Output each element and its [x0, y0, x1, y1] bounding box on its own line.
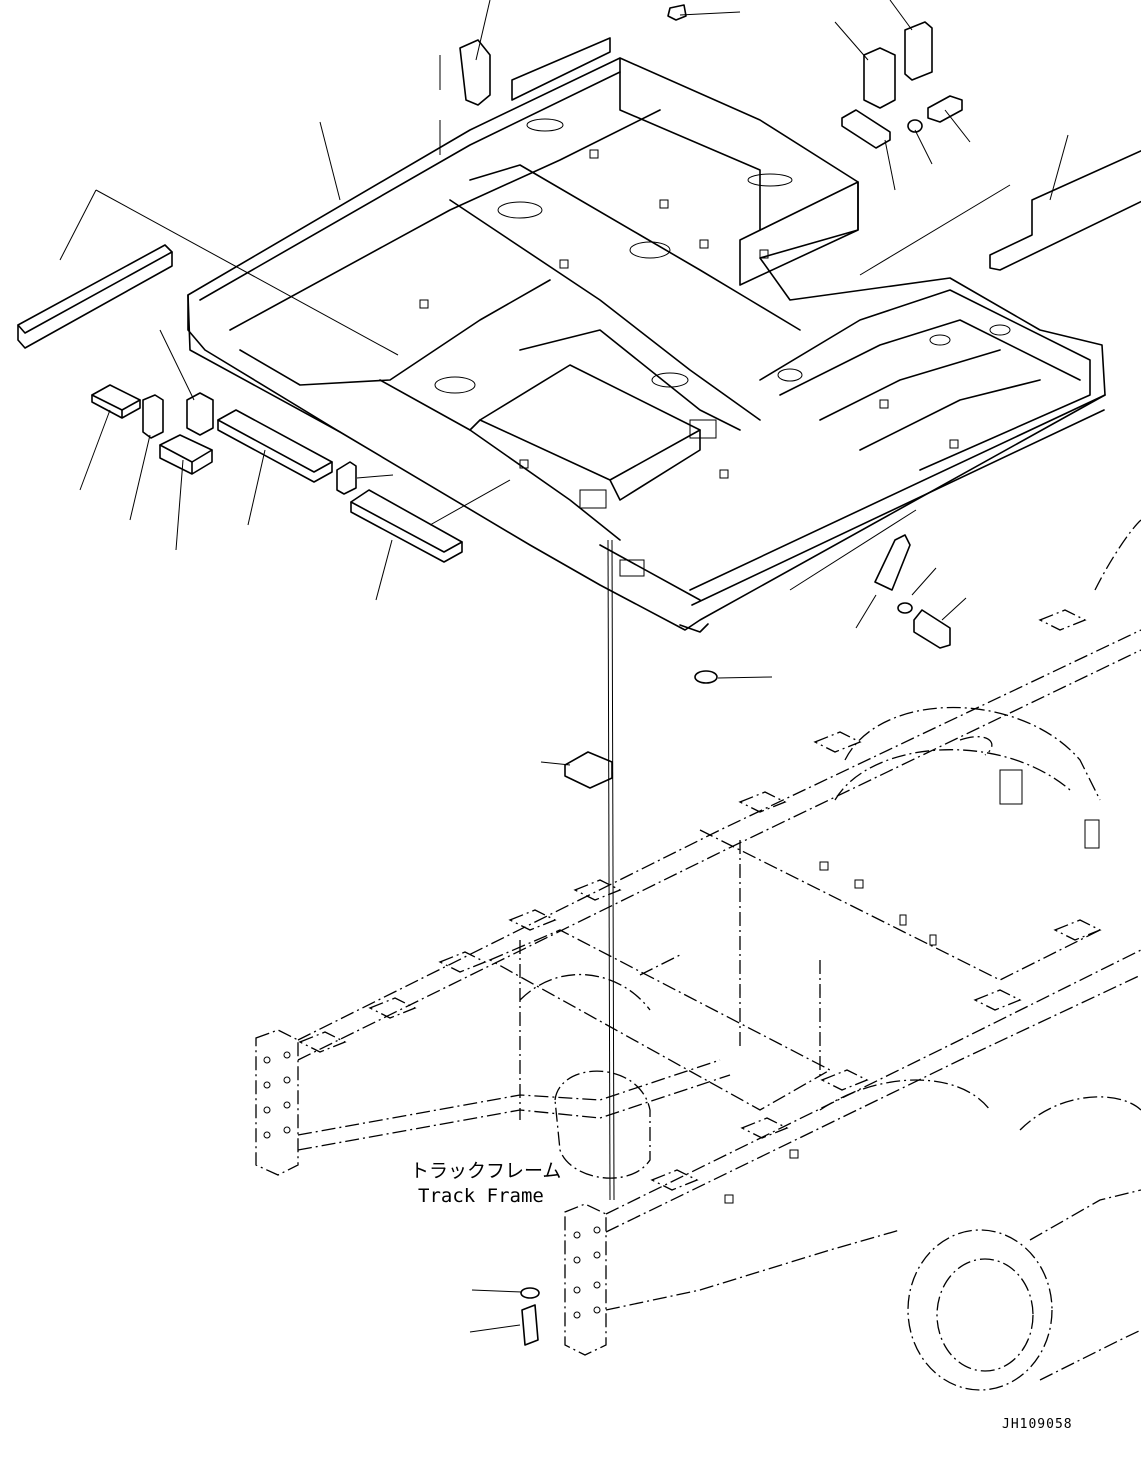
track-frame-phantom	[255, 519, 1141, 1391]
thick-block-part	[159, 434, 213, 463]
rubber-block-part	[863, 47, 896, 109]
drawing-number: JH109058	[1002, 1417, 1073, 1432]
final-drive-phantom	[907, 1229, 1053, 1391]
bolt-part	[927, 95, 963, 123]
flat-bar-part-1	[217, 409, 333, 473]
washer-part-3	[520, 1287, 540, 1299]
track-frame-label-en: Track Frame	[418, 1185, 544, 1207]
square-block-part	[186, 392, 214, 436]
clip-part	[336, 461, 357, 495]
bolt-part-2	[913, 609, 951, 649]
labels: トラックフレーム Track Frame JH109058	[410, 1160, 1073, 1432]
spacer-ring-part	[694, 670, 718, 684]
bracket-part	[142, 394, 164, 439]
top-right-plate-part	[904, 21, 933, 81]
bolt-part-3	[521, 1304, 539, 1346]
top-left-plate-part	[459, 39, 491, 106]
loose-parts	[17, 4, 1141, 1346]
right-long-plate-part	[989, 149, 1141, 271]
shim-plate-part	[841, 109, 891, 149]
upper-frame	[187, 37, 1106, 633]
washer-part	[907, 119, 923, 133]
cap-part	[667, 4, 687, 21]
leader-lines	[59, 0, 1069, 1333]
mid-plate-part	[564, 751, 613, 789]
long-bar-part	[17, 244, 173, 334]
hook-part	[874, 534, 911, 591]
track-frame-label-ja: トラックフレーム	[410, 1160, 561, 1182]
washer-part-2	[897, 602, 913, 614]
